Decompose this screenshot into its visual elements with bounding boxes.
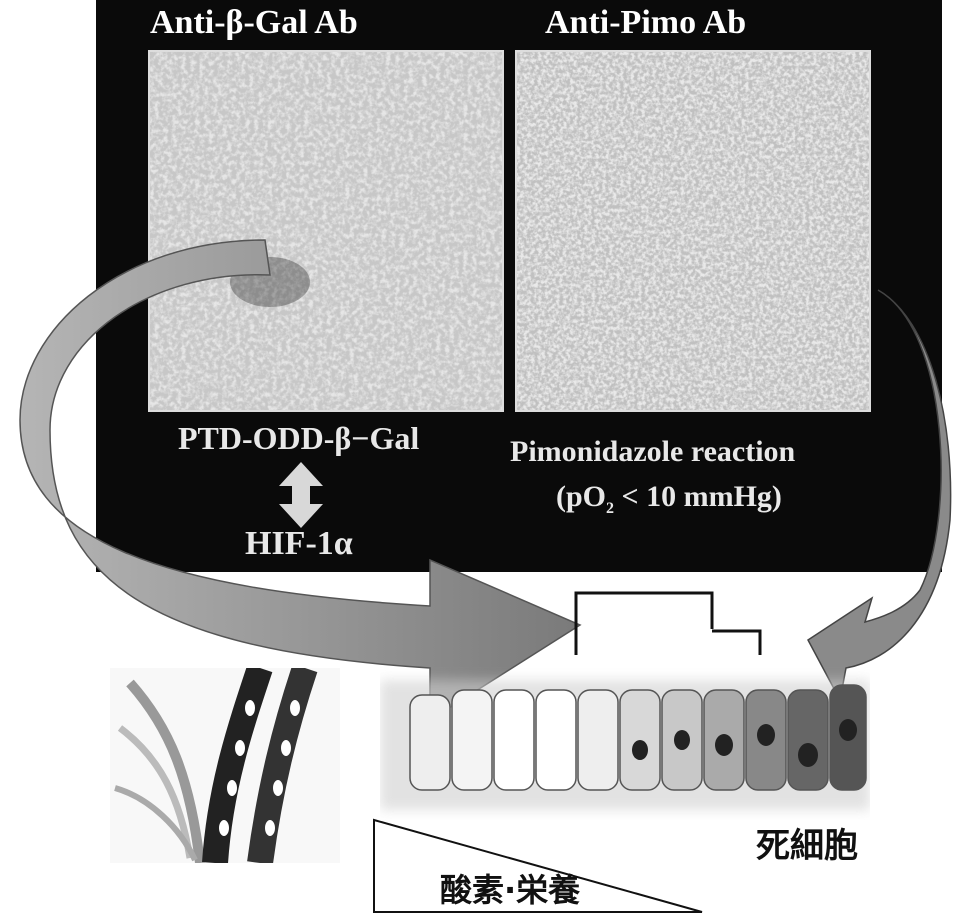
blood-vessel-icon <box>110 668 340 863</box>
dead-cells-label: 死細胞 <box>756 818 858 867</box>
cell-row-icon <box>380 660 870 820</box>
bracket-icon <box>570 585 770 665</box>
right-curved-arrow-icon <box>808 290 951 700</box>
left-curved-arrow-icon <box>20 240 580 720</box>
oxygen-nutrients-label: 酸素·栄養 <box>440 865 580 911</box>
